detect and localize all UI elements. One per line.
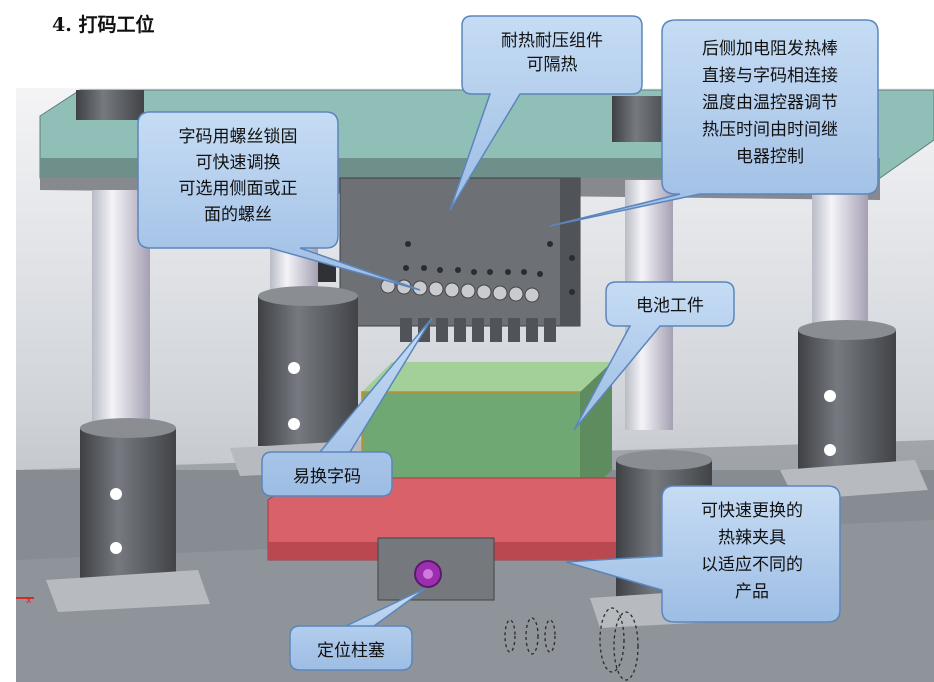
- callout-heater-line-3: 温度由温控器调节: [702, 93, 838, 113]
- heating-block: [339, 177, 581, 327]
- callout-screw-lock: 字码用螺丝锁固 可快速调换 可选用侧面或正 面的螺丝: [137, 111, 421, 291]
- column-top-sleeve-left: [76, 90, 144, 120]
- plunger-knob-center: [423, 569, 433, 579]
- callout-screw-lock-line-2: 可快速调换: [196, 153, 281, 173]
- callout-fixture-line-2: 热辣夹具: [718, 528, 786, 548]
- page-title: 4. 打码工位: [52, 14, 155, 36]
- hidden-line-holes: [504, 607, 639, 681]
- side-knob-left: [318, 262, 336, 282]
- battery-side-face: [580, 362, 612, 500]
- callout-heater-line-5: 电器控制: [736, 147, 804, 167]
- callout-heater-line-1: 后侧加电阻发热棒: [702, 39, 838, 59]
- heating-block-side: [560, 178, 580, 326]
- callout-easy-swap-line-1: 易换字码: [293, 467, 361, 487]
- callout-battery: 电池工件: [573, 281, 735, 431]
- callout-heat-insulation-line-2: 可隔热: [527, 55, 578, 75]
- code-character-teeth: [400, 318, 556, 342]
- callout-screw-lock-line-1: 字码用螺丝锁固: [179, 127, 298, 147]
- battery-top-face: [362, 362, 612, 392]
- callout-locating-plunger-line-1: 定位柱塞: [317, 641, 385, 661]
- axis-triad-icon: x: [16, 596, 34, 606]
- callout-screw-lock-line-4: 面的螺丝: [204, 205, 272, 225]
- callout-fixture: 可快速更换的 热辣夹具 以适应不同的 产品: [565, 485, 841, 623]
- callout-heater-line-4: 热压时间由时间继: [702, 120, 838, 140]
- callout-heater: 后侧加电阻发热棒 直接与字码相连接 温度由温控器调节 热压时间由时间继 电器控制: [549, 19, 879, 227]
- callout-screw-lock-line-3: 可选用侧面或正: [179, 179, 298, 199]
- svg-text:x: x: [26, 596, 32, 606]
- callout-fixture-line-1: 可快速更换的: [701, 501, 803, 521]
- callout-heat-insulation-line-1: 耐热耐压组件: [501, 31, 603, 51]
- callout-battery-line-1: 电池工件: [636, 296, 704, 316]
- callout-fixture-line-4: 产品: [735, 582, 769, 602]
- callout-heat-insulation: 耐热耐压组件 可隔热: [449, 15, 643, 211]
- callout-locating-plunger: 定位柱塞: [289, 587, 427, 671]
- callout-fixture-line-3: 以适应不同的: [701, 555, 803, 575]
- callout-easy-swap: 易换字码: [261, 317, 433, 497]
- heating-block-holes: [403, 241, 575, 295]
- callout-heater-line-2: 直接与字码相连接: [702, 66, 838, 86]
- sleeve-front-left: [46, 418, 210, 612]
